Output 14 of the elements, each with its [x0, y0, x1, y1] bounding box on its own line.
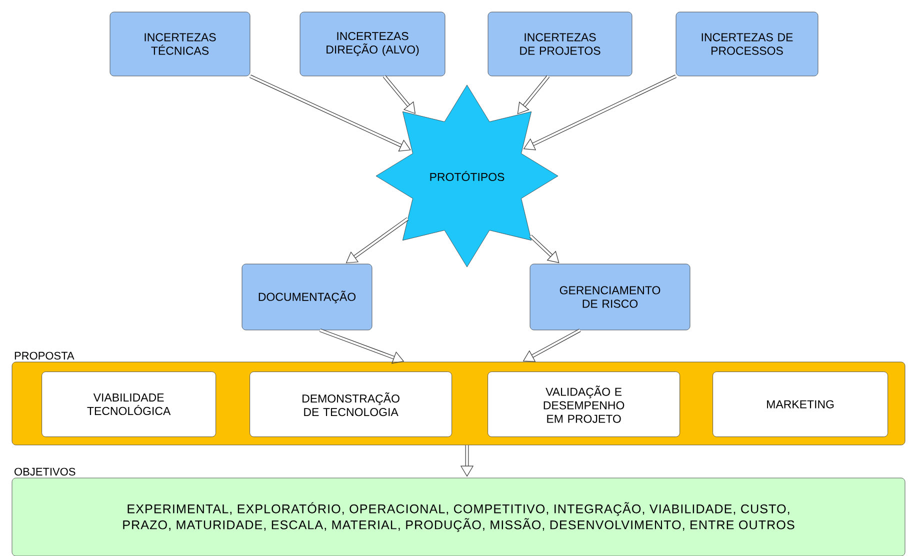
process-box: INCERTEZAS DE PROCESSOS [676, 12, 818, 76]
arrow [517, 75, 550, 114]
proposal-box: VALIDAÇÃO E DESEMPENHO EM PROJETO [488, 372, 680, 437]
process-box: INCERTEZAS TÉCNICAS [110, 12, 250, 76]
objectives-band: EXPERIMENTAL, EXPLORATÓRIO, OPERACIONAL, COMPETITIVO, INTEGRAÇÃO, VIABILIDADE, CUSTO, PRAZO, MATURIDADE, ESCALA, MATERIAL, PRODUÇÃO, MISSÃO, DESENVOLVIMENTO, ENTRE OUTROS OBJETIVOS [12, 468, 906, 556]
proposal-box: MARKETING [712, 372, 888, 437]
process-box: INCERTEZAS DE PROJETOS [488, 12, 632, 76]
proposal-box: DEMONSTRAÇÃO DE TECNOLOGIA [250, 372, 452, 437]
node-label: PROPOSTA [14, 352, 74, 360]
proposal-box: VIABILIDADE TECNOLÓGICA [42, 372, 216, 437]
process-box: GERENCIAMENTO DE RISCO [530, 264, 690, 330]
process-box: DOCUMENTAÇÃO [242, 264, 372, 330]
node-label: OBJETIVOS [14, 468, 76, 476]
process-box: INCERTEZAS DIREÇÃO (ALVO) [300, 12, 446, 76]
